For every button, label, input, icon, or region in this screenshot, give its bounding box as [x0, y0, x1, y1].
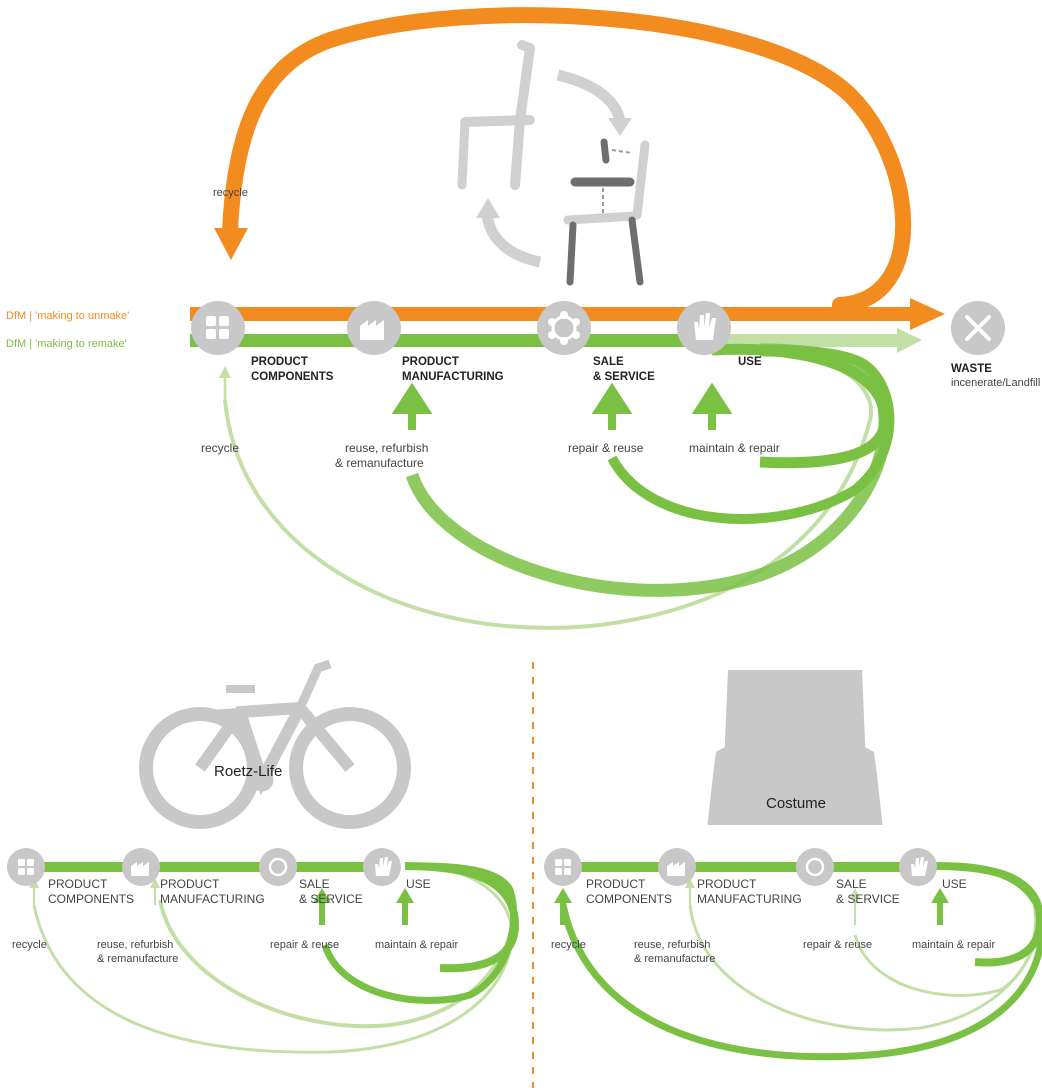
left-sale-label-1: SALE	[299, 877, 330, 891]
repair-reuse-label: repair & reuse	[568, 441, 644, 455]
right-maintain-loop	[934, 862, 1042, 967]
reuse-loop-label-2: & remanufacture	[335, 456, 424, 470]
maintain-up-arrow	[691, 382, 733, 430]
left-manufacturing-label-2: MANUFACTURING	[160, 892, 265, 906]
recycle-top-label: recycle	[213, 187, 248, 199]
right-reuse-label-2: & remanufacture	[634, 953, 715, 965]
dfm-unmake-label: DfM | 'making to unmake'	[6, 310, 129, 322]
components-label-1: PRODUCT	[251, 356, 308, 368]
chair-illustration	[457, 40, 650, 286]
right-use-label: USE	[942, 877, 967, 891]
recycle-loop	[223, 348, 874, 630]
left-components-label-1: PRODUCT	[48, 877, 108, 891]
right-sale-label-2: & SERVICE	[836, 892, 900, 906]
orange-recycle-loop	[222, 7, 912, 313]
green-main-bar	[190, 334, 710, 347]
waste-label: WASTE	[951, 363, 992, 375]
left-reuse-label-1: reuse, refurbish	[97, 939, 173, 951]
sale-label-1: SALE	[593, 356, 624, 368]
left-green-bar	[25, 862, 390, 872]
dfm-remake-label: DfM | 'making to remake'	[6, 338, 127, 350]
left-maintain-label: maintain & repair	[375, 939, 458, 951]
sale-label-2: & SERVICE	[593, 371, 655, 383]
left-use-label: USE	[406, 877, 431, 891]
recycle-loop-label: recycle	[201, 441, 239, 455]
reuse-up-arrow	[391, 382, 433, 430]
roetz-life-title: Roetz-Life	[214, 763, 282, 780]
right-recycle-label: recycle	[551, 939, 586, 951]
right-sale-icon	[796, 848, 834, 886]
right-sale-label-1: SALE	[836, 877, 867, 891]
right-components-label-2: COMPONENTS	[586, 892, 672, 906]
reuse-loop	[405, 343, 892, 597]
left-repair-loop	[321, 862, 518, 1004]
light-green-arrow-head	[897, 328, 922, 353]
repair-up-arrow	[591, 382, 633, 430]
orange-down-arrow-head	[214, 228, 248, 260]
left-repair-label: repair & reuse	[270, 939, 339, 951]
left-factory-icon	[122, 848, 160, 886]
left-recycle-label: recycle	[12, 939, 47, 951]
components-icon	[191, 301, 245, 355]
left-components-icon	[7, 848, 45, 886]
manufacturing-label-1: PRODUCT	[402, 356, 459, 368]
left-reuse-label-2: & remanufacture	[97, 953, 178, 965]
right-hand-icon	[899, 848, 937, 886]
right-maintain-label: maintain & repair	[912, 939, 995, 951]
right-components-label-1: PRODUCT	[586, 877, 646, 891]
manufacturing-label-2: MANUFACTURING	[402, 371, 504, 383]
components-label-2: COMPONENTS	[251, 371, 334, 383]
repair-reuse-loop	[607, 345, 895, 524]
right-manufacturing-label-1: PRODUCT	[697, 877, 757, 891]
left-hand-icon	[363, 848, 401, 886]
right-reuse-label-1: reuse, refurbish	[634, 939, 710, 951]
left-recycle-loop	[32, 864, 514, 1054]
factory-icon	[347, 301, 401, 355]
left-sale-label-2: & SERVICE	[299, 892, 363, 906]
right-green-bar	[563, 862, 920, 872]
use-label: USE	[738, 356, 762, 368]
costume-illustration	[704, 670, 886, 826]
maintain-repair-label: maintain & repair	[689, 441, 780, 455]
sale-service-icon	[537, 301, 591, 355]
left-sale-icon	[259, 848, 297, 886]
bicycle-illustration	[139, 659, 411, 829]
waste-sub-label: incenerate/Landfill	[951, 377, 1040, 389]
orange-main-arrow-head	[910, 298, 945, 330]
waste-icon	[951, 301, 1005, 355]
right-repair-label: repair & reuse	[803, 939, 872, 951]
maintain-repair-loop	[711, 343, 891, 469]
right-components-icon	[544, 848, 582, 886]
light-green-waste-bar	[710, 334, 900, 347]
hand-icon	[677, 301, 731, 355]
left-maintain-loop	[404, 862, 520, 973]
costume-title: Costume	[766, 795, 826, 812]
right-manufacturing-label-2: MANUFACTURING	[697, 892, 802, 906]
left-manufacturing-label-1: PRODUCT	[160, 877, 220, 891]
left-components-label-2: COMPONENTS	[48, 892, 134, 906]
right-factory-icon	[658, 848, 696, 886]
reuse-loop-label-1: reuse, refurbish	[345, 441, 428, 455]
